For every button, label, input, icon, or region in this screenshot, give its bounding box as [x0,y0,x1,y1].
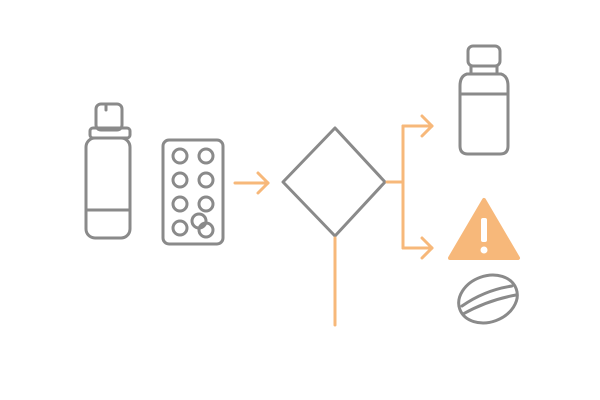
branch-connector [385,114,434,260]
medicine-bottle-icon [458,44,510,156]
warning-triangle-icon [448,198,520,260]
pill-blister-pack-icon [161,138,225,246]
spray-bottle-icon [84,102,132,240]
tablet-pill-icon [457,273,519,325]
decision-diamond-icon [281,126,387,238]
input-arrow [233,171,270,195]
